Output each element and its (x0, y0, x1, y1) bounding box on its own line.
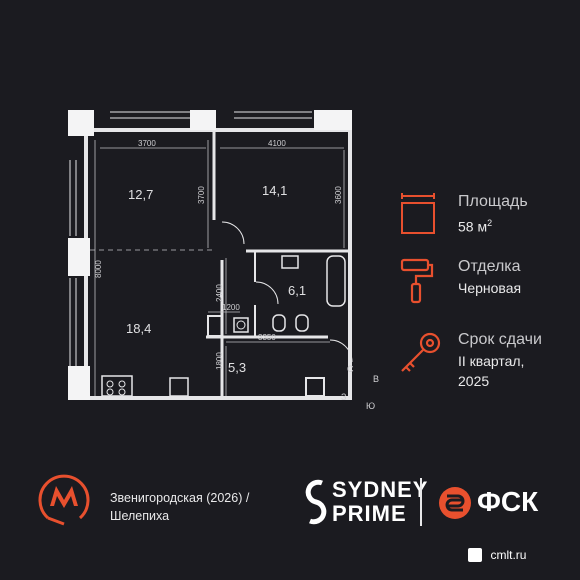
dim-4100: 4100 (268, 139, 286, 148)
metro-line-2: Шелепиха (110, 509, 170, 523)
room-area-hall: 5,3 (228, 360, 247, 375)
room-area-2: 14,1 (262, 183, 288, 198)
area-value: 58 м2 (458, 218, 493, 235)
dim-2400: 2400 (215, 284, 224, 302)
watermark: cmlt.ru (468, 546, 526, 564)
room-area-bath: 6,1 (288, 283, 307, 298)
term-label: Срок сдачи (458, 331, 542, 348)
watermark-icon (468, 547, 482, 562)
finish-label: Отделка (458, 258, 521, 275)
sydney-line-1: SYDNEY (332, 477, 429, 502)
area-icon (401, 193, 435, 234)
metro-station-label: Звенигородская (2026) / Шелепиха (110, 489, 249, 525)
fsk-logo-text: ФСК (477, 486, 539, 517)
room-area-1: 12,7 (128, 187, 154, 202)
dim-8000: 8000 (94, 260, 103, 278)
dim-3700-v: 3700 (197, 186, 206, 204)
floor-plan: 3700 4100 3700 3600 8000 2400 1200 3350 … (68, 110, 353, 400)
compass-e: В (373, 374, 380, 384)
term-value-line2: 2025 (458, 373, 490, 389)
key-icon (401, 332, 441, 372)
dim-3700-h: 3700 (138, 139, 156, 148)
area-label: Площадь (458, 193, 528, 210)
footer-divider (420, 478, 422, 526)
dim-3600: 3600 (334, 186, 343, 204)
paint-roller-icon (400, 258, 434, 304)
dim-1800: 1800 (215, 352, 224, 370)
sydney-line-2: PRIME (332, 501, 407, 526)
compass-w: З (341, 392, 347, 402)
metro-line-1: Звенигородская (2026) / (110, 491, 250, 505)
term-value-line1: II квартал, (458, 353, 525, 369)
watermark-text: cmlt.ru (490, 547, 527, 562)
dim-3350: 3350 (258, 333, 276, 342)
fsk-logo-icon (439, 487, 471, 519)
sydney-prime-logo: SYDNEY PRIME (332, 478, 428, 526)
dim-1200: 1200 (222, 303, 240, 312)
room-area-3: 18,4 (126, 321, 152, 336)
compass-n: С (347, 364, 354, 374)
finish-value: Черновая (458, 280, 522, 296)
metro-logo-icon (38, 474, 90, 526)
area-unit-sup: 2 (487, 218, 493, 228)
sydney-logo-icon (305, 479, 327, 525)
compass-s: Ю (366, 401, 376, 411)
